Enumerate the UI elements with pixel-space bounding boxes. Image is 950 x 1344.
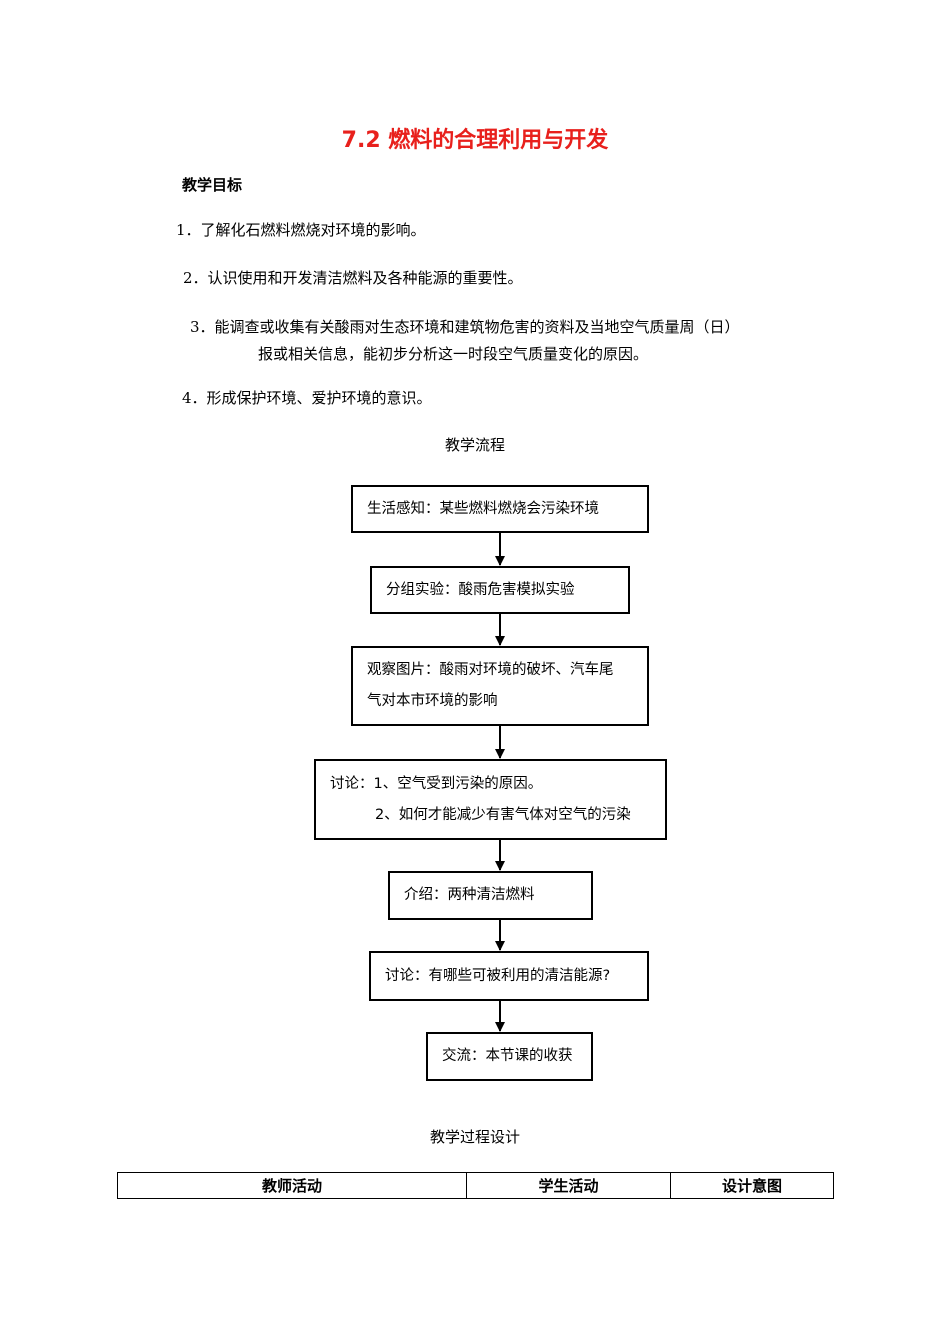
objective-1: 1．了解化石燃料燃烧对环境的影响。 (176, 221, 426, 239)
column-student-activity: 学生活动 (466, 1172, 671, 1199)
flow-step-text: 2、如何才能减少有害气体对空气的污染 (375, 806, 631, 823)
flow-step-text: 交流：本节课的收获 (442, 1048, 573, 1064)
page-title: 7.2 燃料的合理利用与开发 (341, 128, 609, 153)
process-caption: 教学过程设计 (429, 1128, 520, 1146)
flow-step-text: 讨论：有哪些可被利用的清洁能源? (385, 967, 611, 984)
flowchart-caption: 教学流程 (444, 436, 505, 454)
objectives-heading: 教学目标 (182, 176, 243, 194)
flow-step-experiment: 分组实验：酸雨危害模拟实验 (370, 566, 630, 614)
table-header-row: 教师活动 学生活动 设计意图 (117, 1172, 834, 1199)
flow-step-text: 气对本市环境的影响 (367, 693, 498, 709)
flow-step-exchange: 交流：本节课的收获 (426, 1032, 593, 1081)
flow-step-observe: 观察图片：酸雨对环境的破坏、汽车尾 气对本市环境的影响 (351, 646, 649, 726)
objective-2: 2．认识使用和开发清洁燃料及各种能源的重要性。 (183, 269, 523, 287)
column-teacher-activity: 教师活动 (117, 1172, 467, 1199)
objective-3-continued: 报或相关信息，能初步分析这一时段空气质量变化的原因。 (258, 345, 649, 363)
flow-step-text: 介绍：两种清洁燃料 (404, 887, 535, 903)
flow-step-text: 生活感知：某些燃料燃烧会污染环境 (367, 500, 599, 517)
flow-step-text: 讨论：1、空气受到污染的原因。 (330, 775, 543, 792)
objective-3: 3．能调查或收集有关酸雨对生态环境和建筑物危害的资料及当地空气质量周（日） (190, 318, 740, 336)
flow-step-discuss-energy: 讨论：有哪些可被利用的清洁能源? (369, 951, 649, 1001)
flow-step-sensing: 生活感知：某些燃料燃烧会污染环境 (351, 485, 649, 533)
flow-step-text: 观察图片：酸雨对环境的破坏、汽车尾 (367, 662, 614, 678)
flow-step-introduce-fuels: 介绍：两种清洁燃料 (388, 871, 593, 920)
process-design-table: 教师活动 学生活动 设计意图 (117, 1172, 834, 1199)
flow-step-discuss-pollution: 讨论：1、空气受到污染的原因。 2、如何才能减少有害气体对空气的污染 (314, 759, 667, 840)
objective-4: 4．形成保护环境、爱护环境的意识。 (182, 389, 432, 407)
column-design-intent: 设计意图 (670, 1172, 834, 1199)
flow-step-text: 分组实验：酸雨危害模拟实验 (386, 581, 575, 598)
